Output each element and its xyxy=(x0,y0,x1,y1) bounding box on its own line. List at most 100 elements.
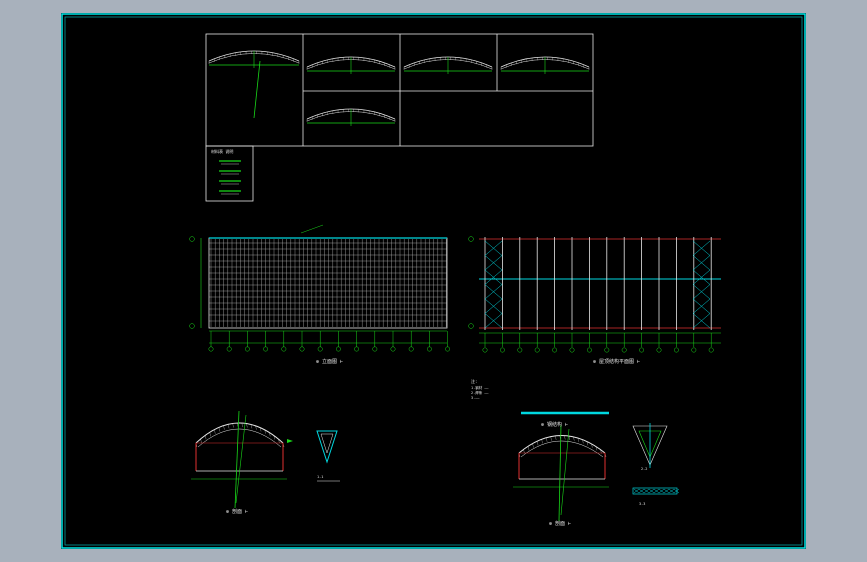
section-b-leader xyxy=(560,428,570,516)
detail-title-3: 3-3 xyxy=(639,502,645,506)
section-b-arch xyxy=(518,435,606,454)
circle-axis-icon xyxy=(639,347,645,353)
v-detail-a[interactable]: 1-1 xyxy=(316,430,340,482)
leader-line xyxy=(300,224,324,234)
drawing-sheet[interactable]: 材料表 说明 ⊕ 立面图 ⊢ ⊕ 屋顶结构平面图 ⊢ 注: 1.钢材 —— 2.… xyxy=(61,13,806,549)
lattice-diagonal xyxy=(673,488,680,494)
section-b-web xyxy=(577,437,579,442)
section-b-web xyxy=(550,436,552,441)
lattice-diagonal xyxy=(653,488,660,494)
roof-plan-view[interactable]: ⊕ 屋顶结构平面图 ⊢ xyxy=(468,236,721,365)
section-a-web xyxy=(223,425,225,430)
section-b-web xyxy=(568,435,570,440)
section-a-web xyxy=(255,425,257,430)
circle-axis-icon xyxy=(621,347,627,353)
lattice-detail[interactable]: 3-3 xyxy=(632,487,680,506)
circle-axis-icon xyxy=(468,323,474,329)
circle-axis-icon xyxy=(263,346,269,352)
legend-title: 材料表 说明 xyxy=(211,148,233,154)
section-a-web xyxy=(241,423,243,428)
notes-line-3: 3.—— xyxy=(471,396,480,400)
circle-axis-icon xyxy=(691,347,697,353)
plan-brace xyxy=(484,269,503,285)
circle-axis-icon xyxy=(534,347,540,353)
sheet-border-inner xyxy=(64,16,803,546)
section-b-web xyxy=(536,441,539,446)
lattice-diagonal xyxy=(643,488,650,494)
plan-brace xyxy=(484,313,503,329)
circle-axis-icon xyxy=(604,347,610,353)
circle-axis-icon xyxy=(335,346,341,352)
truss-bar[interactable]: ⊕ 钢结构 ⊢ xyxy=(521,411,609,428)
plan-caption: ⊕ 屋顶结构平面图 ⊢ xyxy=(593,358,640,365)
plan-brace xyxy=(692,240,711,256)
section-a-arch-inner xyxy=(197,428,282,448)
circle-axis-icon xyxy=(552,347,558,353)
circle-axis-icon xyxy=(656,347,662,353)
section-b-web xyxy=(532,443,534,448)
top-detail-panel[interactable] xyxy=(205,33,594,147)
v-detail-b[interactable]: 2-2 xyxy=(632,423,668,471)
circle-axis-icon xyxy=(517,347,523,353)
arrow-icon xyxy=(287,439,293,443)
elevation-caption: ⊕ 立面图 ⊢ xyxy=(316,358,343,365)
circle-axis-icon xyxy=(673,347,679,353)
section-a-web xyxy=(259,427,262,432)
plan-brace xyxy=(692,313,711,329)
circle-axis-icon xyxy=(226,346,232,352)
section-a-web xyxy=(232,423,234,428)
circle-axis-icon xyxy=(244,346,250,352)
circle-axis-icon xyxy=(372,346,378,352)
general-notes: 注: 1.钢材 —— 2.焊条 —— 3.—— xyxy=(471,378,489,400)
plan-brace xyxy=(692,269,711,285)
section-a-web xyxy=(205,435,207,440)
circle-axis-icon xyxy=(586,347,592,353)
section-a-view[interactable]: ⊕ 剖面 ⊢ xyxy=(191,410,293,515)
detail-title-1: 1-1 xyxy=(317,475,323,479)
cad-drawing: 材料表 说明 ⊕ 立面图 ⊢ ⊕ 屋顶结构平面图 ⊢ 注: 1.钢材 —— 2.… xyxy=(61,13,806,549)
section-a-caption: ⊕ 剖面 ⊢ xyxy=(226,508,248,515)
plan-brace xyxy=(484,298,503,314)
sheet-border-outer xyxy=(61,13,806,549)
section-a-web xyxy=(278,438,280,444)
section-b-web xyxy=(527,446,530,451)
circle-axis-icon xyxy=(208,346,214,352)
lattice-diagonal xyxy=(648,488,655,494)
circle-axis-icon xyxy=(408,346,414,352)
section-a-axis xyxy=(234,410,240,509)
circle-axis-icon xyxy=(317,346,323,352)
circle-axis-icon xyxy=(569,347,575,353)
section-a-web xyxy=(218,427,221,432)
lattice-diagonal xyxy=(668,488,675,494)
plan-brace xyxy=(692,255,711,271)
circle-axis-icon xyxy=(189,323,195,329)
circle-axis-icon xyxy=(482,347,488,353)
circle-axis-icon xyxy=(189,236,195,242)
section-a-web xyxy=(200,438,202,444)
section-b-web xyxy=(555,435,557,440)
leader-line xyxy=(253,60,261,119)
detail-title-2: 2-2 xyxy=(641,467,647,471)
section-b-web xyxy=(541,439,543,444)
section-b-web xyxy=(546,437,548,442)
lattice-diagonal xyxy=(663,488,670,494)
circle-axis-icon xyxy=(468,236,474,242)
section-b-view[interactable]: ⊕ 剖面 ⊢ xyxy=(513,424,609,527)
notes-line-2: 2.焊条 —— xyxy=(471,390,489,395)
section-a-web xyxy=(250,424,253,429)
section-b-web xyxy=(573,436,575,441)
section-b-caption: ⊕ 剖面 ⊢ xyxy=(549,520,571,527)
section-b-web xyxy=(591,443,593,448)
section-a-web xyxy=(209,432,211,437)
section-a-web xyxy=(273,435,275,440)
plan-brace xyxy=(484,240,503,256)
elevation-view[interactable]: ⊕ 立面图 ⊢ xyxy=(189,224,451,365)
section-a-web xyxy=(269,432,271,437)
section-a-leader xyxy=(235,414,247,504)
plan-brace xyxy=(692,298,711,314)
circle-axis-icon xyxy=(390,346,396,352)
plan-brace xyxy=(484,255,503,271)
lattice-diagonal xyxy=(638,488,645,494)
material-legend-box[interactable]: 材料表 说明 xyxy=(205,145,254,202)
